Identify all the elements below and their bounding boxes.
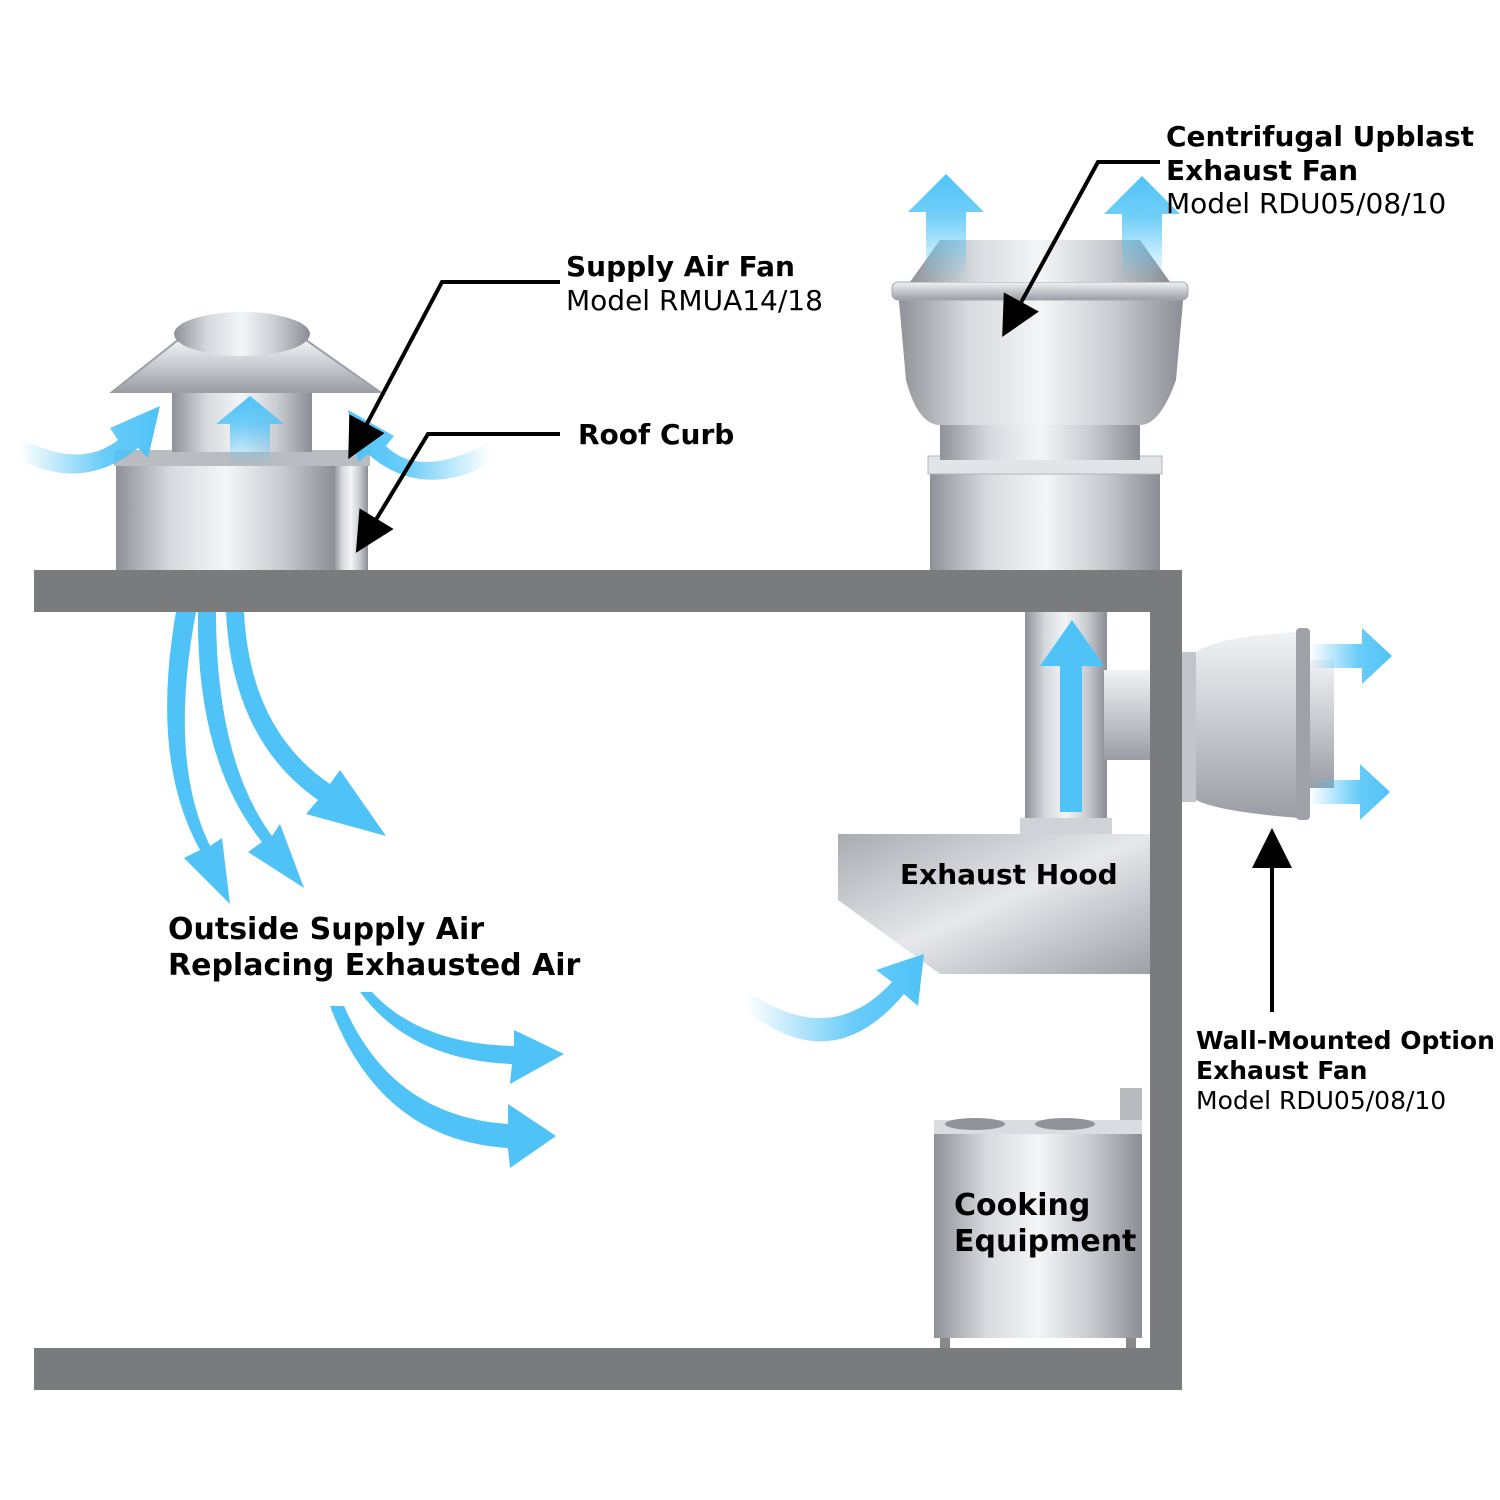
air-arrow-down-1 xyxy=(167,612,230,904)
label-roof-curb: Roof Curb xyxy=(578,418,734,452)
outer-wall xyxy=(1150,570,1182,1390)
range-foot-right xyxy=(1126,1338,1136,1348)
air-arrow-supply-center xyxy=(216,396,284,466)
label-exhaust-hood-text: Exhaust Hood xyxy=(900,858,1118,891)
label-cooking-equipment: Cooking Equipment xyxy=(954,1188,1136,1260)
leader-roof-curb xyxy=(355,432,560,553)
label-outside-line2: Replacing Exhausted Air xyxy=(168,948,581,983)
leader-upblast-fan xyxy=(1002,160,1160,338)
label-supply-line1: Supply Air Fan xyxy=(566,250,795,283)
label-centrifugal-line2: Exhaust Fan xyxy=(1166,153,1359,187)
range-body xyxy=(934,1128,1142,1338)
label-wall-model: Model RDU05/08/10 xyxy=(1196,1086,1447,1115)
roof-curb-body xyxy=(116,462,336,570)
wall-fan-outlet-lip xyxy=(1310,660,1334,788)
air-arrow-supply-left xyxy=(20,406,160,474)
burner-left xyxy=(945,1118,1005,1130)
label-wall-line1: Wall-Mounted Option xyxy=(1196,1026,1495,1055)
range-foot-left xyxy=(940,1338,950,1348)
floor-slab xyxy=(34,1348,1182,1390)
air-arrow-upblast-right xyxy=(1104,176,1180,280)
horizontal-duct xyxy=(1104,670,1150,760)
wall-fan-flange xyxy=(1182,652,1196,802)
air-arrow-down-2 xyxy=(197,612,304,888)
leader-supply-fan xyxy=(348,280,560,460)
air-arrow-floor-2 xyxy=(330,1006,556,1168)
wall-fan-housing xyxy=(1196,632,1308,818)
label-roof-curb-text: Roof Curb xyxy=(578,418,735,451)
label-cooking-line1: Cooking xyxy=(954,1188,1091,1223)
centrifugal-upblast-fan xyxy=(891,240,1189,570)
label-wall-line2: Exhaust Fan xyxy=(1196,1056,1368,1085)
air-arrow-upblast-left xyxy=(908,174,984,280)
upblast-curb xyxy=(930,460,1160,570)
roof-curb-side xyxy=(334,462,368,570)
air-arrow-duct-up xyxy=(1040,620,1104,812)
wall-fan-outlet xyxy=(1296,628,1310,820)
air-arrow-down-3 xyxy=(226,612,386,836)
air-arrow-supply-right xyxy=(348,410,490,480)
air-arrow-floor-1 xyxy=(360,992,564,1084)
fan-hood-top xyxy=(174,312,310,356)
upblast-top xyxy=(910,240,1170,282)
label-outside-supply-air: Outside Supply Air Replacing Exhausted A… xyxy=(168,912,580,984)
air-arrow-wall-top xyxy=(1310,628,1392,684)
exhaust-hood xyxy=(838,834,1150,974)
label-supply-model: Model RMUA14/18 xyxy=(566,283,823,317)
label-exhaust-hood: Exhaust Hood xyxy=(900,858,1118,892)
burner-right xyxy=(1035,1118,1095,1130)
upblast-neck xyxy=(940,420,1140,460)
label-supply-air-fan: Supply Air Fan Model RMUA14/18 xyxy=(566,250,823,317)
label-centrifugal-upblast-fan: Centrifugal Upblast Exhaust Fan Model RD… xyxy=(1166,120,1474,221)
duct-collar xyxy=(1020,818,1112,836)
label-cooking-line2: Equipment xyxy=(954,1224,1137,1259)
air-arrow-wall-bottom xyxy=(1310,764,1390,820)
label-centrifugal-line1: Centrifugal Upblast xyxy=(1166,120,1475,153)
label-outside-line1: Outside Supply Air xyxy=(168,912,485,947)
building-structure xyxy=(34,570,1182,1390)
upblast-rim xyxy=(891,281,1189,301)
air-flow-arrows xyxy=(20,174,1392,1168)
cooking-equipment xyxy=(934,1088,1142,1348)
upblast-bowl xyxy=(898,290,1184,425)
label-centrifugal-model: Model RDU05/08/10 xyxy=(1166,187,1447,221)
label-wall-mounted-fan: Wall-Mounted Option Exhaust Fan Model RD… xyxy=(1196,1026,1495,1116)
supply-air-fan xyxy=(109,312,384,570)
roof-slab xyxy=(34,570,1182,612)
leader-lines xyxy=(348,160,1292,1012)
air-arrow-hood-intake xyxy=(746,954,924,1042)
